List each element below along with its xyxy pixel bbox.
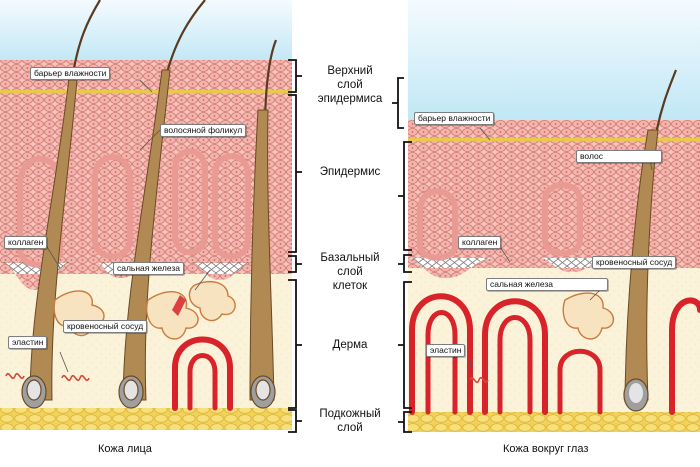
right-label-moisture-barrier: барьер влажности bbox=[414, 112, 495, 125]
left-follicles bbox=[29, 69, 275, 401]
right-label-collagen: коллаген bbox=[458, 236, 502, 249]
left-vessel-fragment bbox=[172, 295, 186, 316]
left-panel bbox=[0, 0, 292, 467]
center-brackets bbox=[288, 59, 412, 433]
left-moisture-line bbox=[0, 90, 292, 93]
left-label-hair-follicle: волосяной фоликул bbox=[160, 124, 247, 137]
right-follicle-folds bbox=[417, 182, 583, 261]
left-label-sebaceous-gland: сальная железа bbox=[113, 262, 185, 275]
right-moisture-line bbox=[408, 138, 700, 141]
right-sebaceous-glands bbox=[562, 292, 615, 340]
right-stratum-corneum bbox=[408, 120, 700, 140]
left-label-blood-vessel: кровеносный сосуд bbox=[63, 320, 148, 333]
left-bottom-white bbox=[0, 430, 292, 467]
left-elastin bbox=[5, 372, 90, 382]
left-rete-ridges bbox=[0, 262, 292, 290]
left-sky bbox=[0, 0, 292, 66]
left-label-moisture-barrier: барьер влажности bbox=[30, 67, 111, 80]
left-fat bbox=[0, 408, 292, 430]
right-label-sebaceous-gland: сальная железа bbox=[486, 278, 608, 291]
layer-subcutaneous: Подкожный слой bbox=[319, 408, 381, 434]
caption-face-skin: Кожа лица bbox=[98, 443, 152, 455]
right-leader-lines bbox=[469, 127, 653, 376]
layer-basal: Базальный слой клеток bbox=[320, 252, 380, 292]
caption-eye-skin: Кожа вокруг глаз bbox=[503, 443, 589, 455]
right-sky bbox=[408, 0, 700, 125]
left-blood-vessel bbox=[172, 336, 233, 411]
right-fat bbox=[408, 412, 700, 432]
left-label-elastin: эластин bbox=[8, 336, 48, 349]
right-basal-line bbox=[408, 258, 700, 268]
right-panel bbox=[408, 0, 700, 467]
right-blood-vessels bbox=[409, 293, 700, 415]
right-label-elastin: эластин bbox=[426, 344, 466, 357]
left-hair-bulbs bbox=[21, 375, 276, 409]
right-label-hair: волос bbox=[576, 150, 662, 163]
right-label-blood-vessel: кровеносный сосуд bbox=[592, 256, 677, 269]
layer-upper-epidermis: Верхний слой эпидермиса bbox=[317, 65, 383, 105]
layer-dermis: Дерма bbox=[332, 339, 368, 351]
right-bottom-white bbox=[408, 432, 700, 467]
layer-epidermis: Эпидермис bbox=[319, 166, 381, 178]
left-label-collagen: коллаген bbox=[4, 236, 48, 249]
right-elastin bbox=[469, 376, 489, 384]
